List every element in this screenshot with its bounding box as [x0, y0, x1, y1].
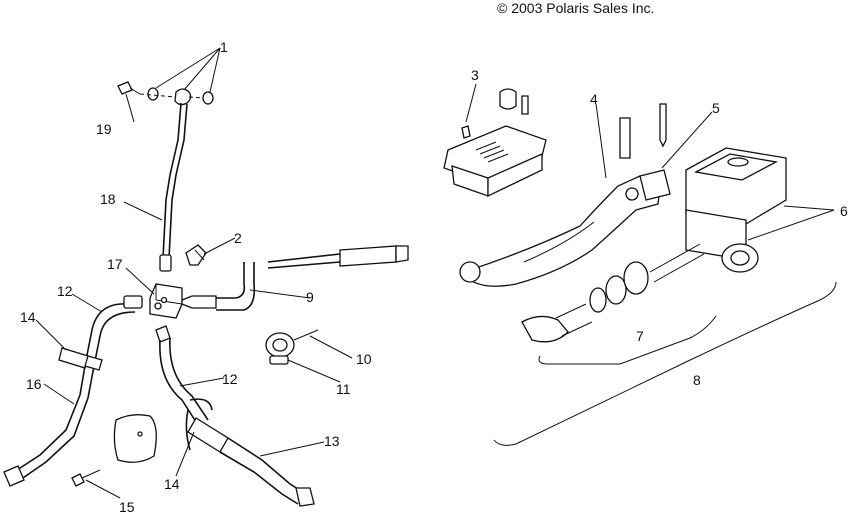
screw-19 [117, 81, 141, 95]
callout-19: 19 [96, 121, 112, 137]
hose-12-center [155, 325, 209, 426]
bracket-8 [493, 281, 837, 446]
leader-lines [35, 47, 835, 499]
callout-17: 17 [107, 256, 123, 272]
clip-14-left [58, 347, 103, 371]
bracket-7 [538, 315, 717, 365]
hose-16 [3, 394, 89, 487]
fitting-2 [185, 244, 207, 266]
callout-12-left: 12 [57, 283, 73, 299]
callout-8: 8 [693, 372, 701, 388]
callout-labels: 1 2 3 4 5 6 7 8 9 10 11 12 12 13 14 14 1… [20, 39, 848, 514]
callout-18: 18 [100, 191, 116, 207]
line-9 [181, 245, 409, 311]
callout-12-center: 12 [222, 371, 238, 387]
callout-15: 15 [119, 499, 135, 514]
shield-15 [71, 414, 157, 487]
callout-6: 6 [840, 203, 848, 219]
callout-9: 9 [306, 289, 314, 305]
junction-block-17 [149, 283, 183, 319]
master-cylinder-assembly [443, 88, 837, 446]
callout-7: 7 [636, 328, 644, 344]
callout-14-center: 14 [164, 476, 180, 492]
master-cylinder-body-6 [685, 147, 787, 273]
piston-kit-7 [521, 243, 705, 343]
clip-14-center [185, 398, 213, 451]
callout-2: 2 [234, 230, 242, 246]
callout-14-left: 14 [20, 309, 36, 325]
clamp-10-11 [265, 329, 319, 365]
callout-1: 1 [220, 39, 228, 55]
pivot-5 [619, 103, 671, 201]
callout-4: 4 [590, 91, 598, 107]
callout-5: 5 [712, 100, 720, 116]
copyright-text: © 2003 Polaris Sales Inc. [497, 0, 655, 16]
callout-16: 16 [26, 376, 42, 392]
hose-18 [159, 102, 188, 272]
callout-10: 10 [356, 351, 372, 367]
reservoir-cover-3 [443, 88, 547, 198]
hose-12-left [79, 295, 143, 399]
callout-11: 11 [336, 381, 351, 397]
washer-set-1 [139, 87, 214, 106]
lever-4 [459, 175, 661, 287]
callout-3: 3 [471, 67, 479, 83]
callout-13: 13 [324, 433, 340, 449]
brake-line-assembly [3, 81, 409, 507]
hose-13 [187, 417, 315, 507]
